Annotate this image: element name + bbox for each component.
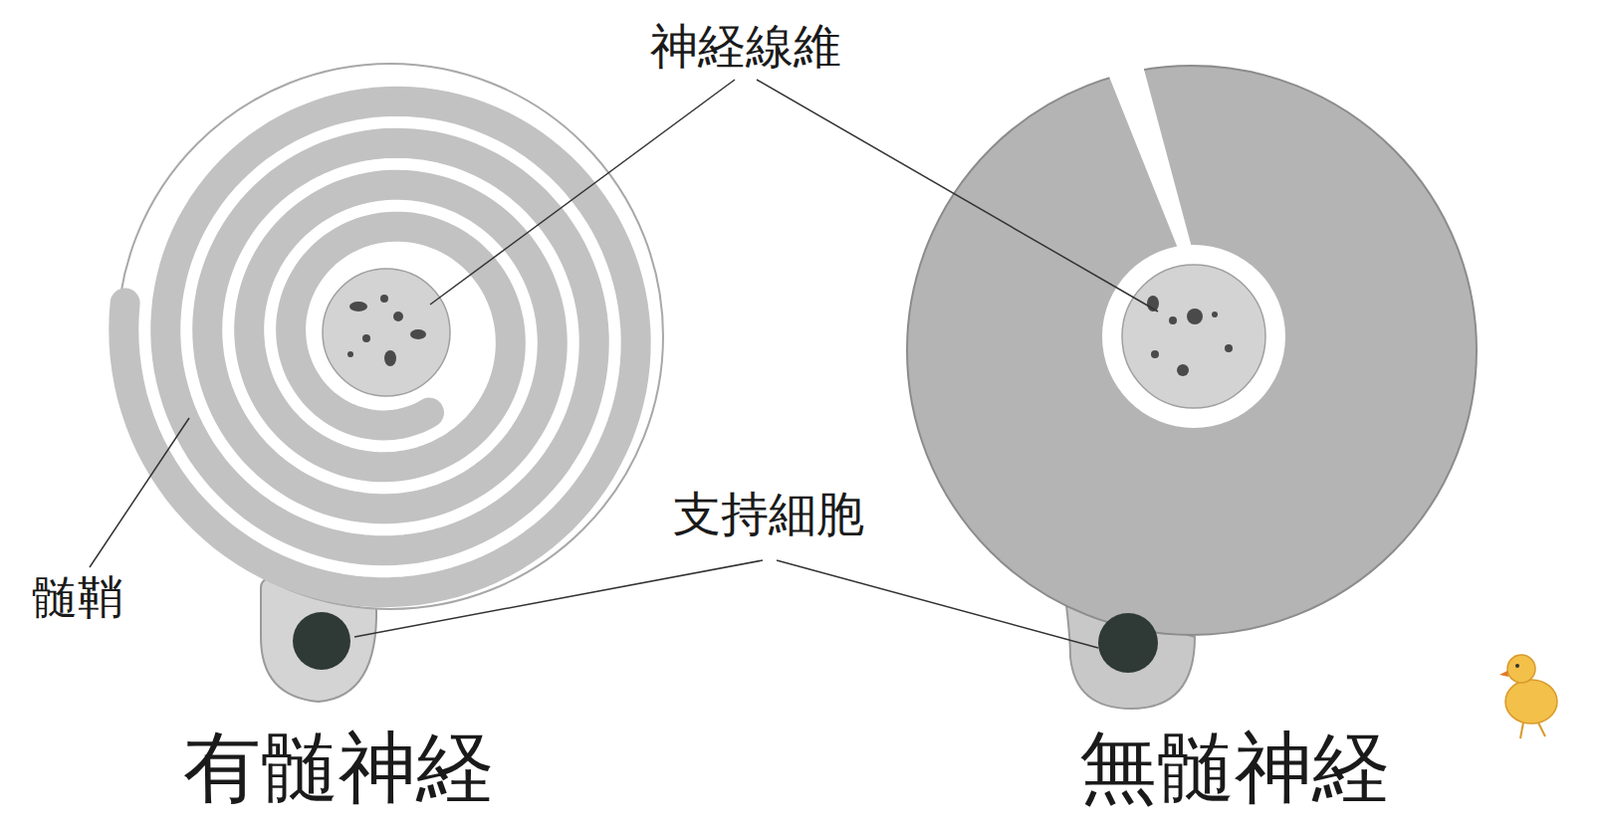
fiber-label: 神経線維 — [650, 19, 842, 73]
support-cell-cytoplasm — [907, 65, 1477, 636]
myelin-spiral — [123, 101, 636, 593]
myelinated-nerve-figure — [117, 63, 664, 702]
figure-caption: 無髄神経 — [1079, 725, 1390, 812]
axon — [322, 268, 451, 397]
figure-caption: 有髄神経 — [183, 725, 494, 812]
periaxonal-space — [1102, 244, 1286, 429]
unmyelinated-nerve-figure — [907, 54, 1483, 709]
part-label: 支持細胞 — [673, 487, 865, 541]
chick-doodle — [1499, 655, 1558, 739]
axon — [1122, 264, 1266, 409]
leader-lines — [89, 79, 1158, 649]
axon-dots — [1146, 295, 1233, 377]
support-cell-nucleus — [292, 612, 351, 671]
myelin-outline — [117, 63, 664, 610]
mesaxon-slit — [1107, 65, 1195, 261]
support-cell-nucleus — [1098, 613, 1158, 674]
axon-dots — [347, 294, 427, 367]
part-label: 髄鞘 — [31, 572, 124, 624]
